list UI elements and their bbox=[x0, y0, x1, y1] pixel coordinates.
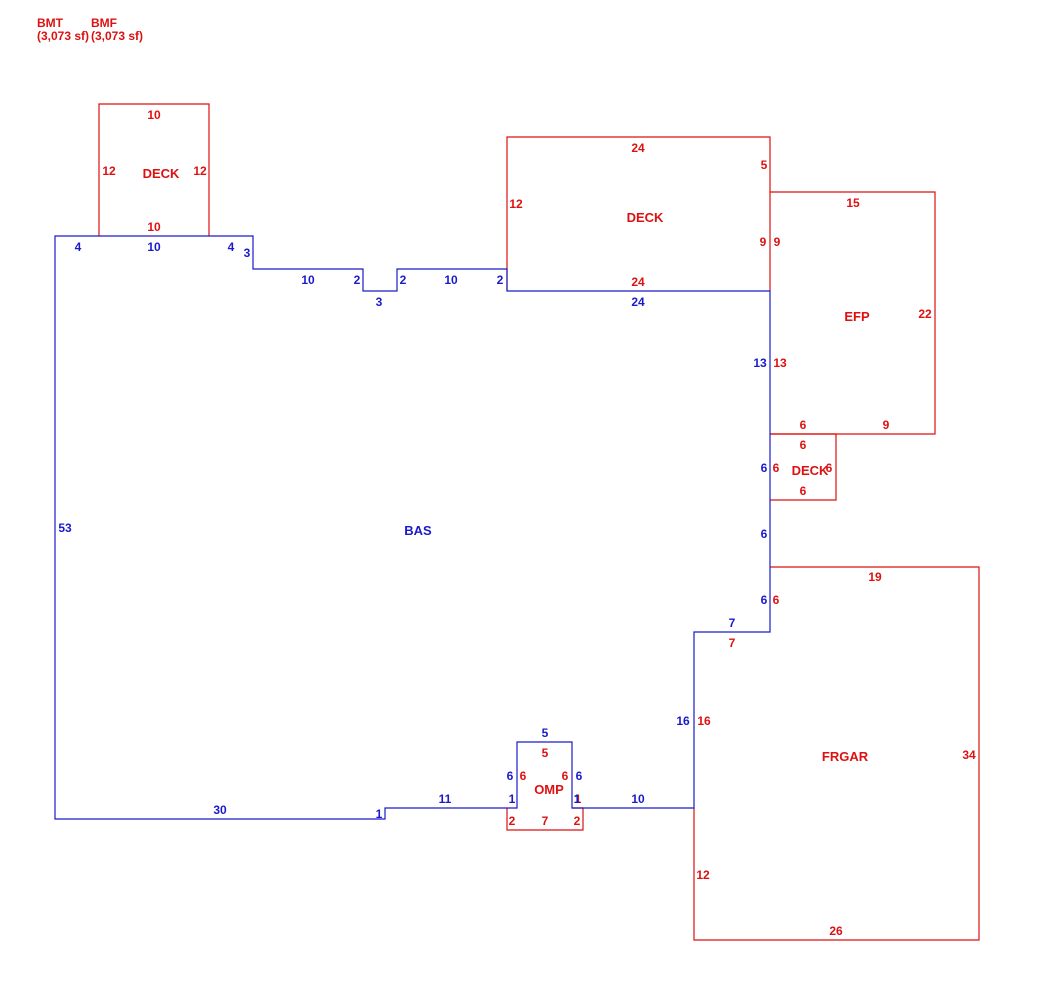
efp-outline bbox=[770, 191, 936, 435]
dim-label: 9 bbox=[883, 418, 890, 432]
area-label-deck-small: DECK bbox=[143, 166, 180, 181]
deck-small-outline bbox=[98, 103, 210, 236]
dim-label: 6 bbox=[761, 461, 768, 475]
dim-label: 6 bbox=[761, 593, 768, 607]
dim-label: 7 bbox=[542, 814, 549, 828]
dim-label: 13 bbox=[773, 356, 787, 370]
dim-label: 1 bbox=[376, 807, 383, 821]
dim-label: 2 bbox=[574, 814, 581, 828]
header-bmt-code: BMT bbox=[37, 16, 63, 30]
header-bmf-code: BMF bbox=[91, 16, 117, 30]
dim-label: 10 bbox=[147, 240, 161, 254]
dim-label: 12 bbox=[696, 868, 710, 882]
area-label-deck-mini: DECK bbox=[792, 463, 829, 478]
dim-label: 10 bbox=[147, 220, 161, 234]
dim-label: 9 bbox=[774, 235, 781, 249]
dim-label: 10 bbox=[444, 273, 458, 287]
dim-label: 24 bbox=[631, 275, 645, 289]
dim-label: 12 bbox=[102, 164, 116, 178]
dim-label: 6 bbox=[800, 418, 807, 432]
dim-label: 10 bbox=[301, 273, 315, 287]
dim-label: 6 bbox=[826, 461, 833, 475]
dim-label: 34 bbox=[962, 748, 976, 762]
bas-outline bbox=[54, 235, 771, 820]
dim-label: 53 bbox=[58, 521, 72, 535]
dim-label: 6 bbox=[576, 769, 583, 783]
area-label-frgar: FRGAR bbox=[822, 749, 869, 764]
frgar-outline bbox=[693, 566, 980, 941]
dim-label: 6 bbox=[761, 527, 768, 541]
dim-label: 5 bbox=[761, 158, 768, 172]
dim-label: 3 bbox=[244, 246, 251, 260]
dim-label: 10 bbox=[147, 108, 161, 122]
area-label-deck-large: DECK bbox=[627, 210, 664, 225]
dim-label: 6 bbox=[520, 769, 527, 783]
header-bmf-area: (3,073 sf) bbox=[91, 29, 144, 43]
dim-label: 7 bbox=[729, 616, 736, 630]
dim-label: 4 bbox=[228, 240, 235, 254]
dim-label: 24 bbox=[631, 295, 645, 309]
dim-label: 4 bbox=[75, 240, 82, 254]
area-label-omp: OMP bbox=[534, 782, 564, 797]
dim-label: 7 bbox=[729, 636, 736, 650]
dim-label: 16 bbox=[697, 714, 711, 728]
area-label-bas: BAS bbox=[404, 523, 432, 538]
dim-label: 1 bbox=[575, 792, 582, 806]
deck-mini-outline bbox=[770, 433, 837, 501]
dim-label: 9 bbox=[760, 235, 767, 249]
deck-large-outline bbox=[506, 136, 771, 291]
dim-label: 5 bbox=[542, 746, 549, 760]
dim-label: 12 bbox=[193, 164, 207, 178]
header-bmt: BMT (3,073 sf) bbox=[37, 17, 89, 43]
dim-label: 1 bbox=[574, 792, 581, 806]
dim-label: 6 bbox=[562, 769, 569, 783]
dim-label: 1 bbox=[509, 792, 516, 806]
dim-label: 5 bbox=[542, 726, 549, 740]
dim-label: 10 bbox=[631, 792, 645, 806]
dim-label: 2 bbox=[509, 814, 516, 828]
dim-label: 3 bbox=[376, 295, 383, 309]
dim-label: 13 bbox=[753, 356, 767, 370]
dim-label: 26 bbox=[829, 924, 843, 938]
dim-label: 22 bbox=[918, 307, 932, 321]
dim-label: 6 bbox=[800, 438, 807, 452]
dim-label: 6 bbox=[773, 461, 780, 475]
dim-label: 15 bbox=[846, 196, 860, 210]
dim-label: 2 bbox=[497, 273, 504, 287]
dim-label: 6 bbox=[507, 769, 514, 783]
dim-label: 6 bbox=[800, 484, 807, 498]
dim-label: 16 bbox=[676, 714, 690, 728]
dim-label: 11 bbox=[439, 792, 452, 806]
dim-label: 2 bbox=[400, 273, 407, 287]
dim-label: 12 bbox=[509, 197, 523, 211]
header-bmt-area: (3,073 sf) bbox=[37, 29, 90, 43]
dim-label: 19 bbox=[868, 570, 882, 584]
area-label-efp: EFP bbox=[844, 309, 870, 324]
dim-label: 2 bbox=[354, 273, 361, 287]
dim-label: 24 bbox=[631, 141, 645, 155]
dim-label: 30 bbox=[213, 803, 227, 817]
header-bmf: BMF (3,073 sf) bbox=[91, 17, 143, 43]
additions-outline bbox=[98, 103, 980, 941]
dim-label: 6 bbox=[773, 593, 780, 607]
